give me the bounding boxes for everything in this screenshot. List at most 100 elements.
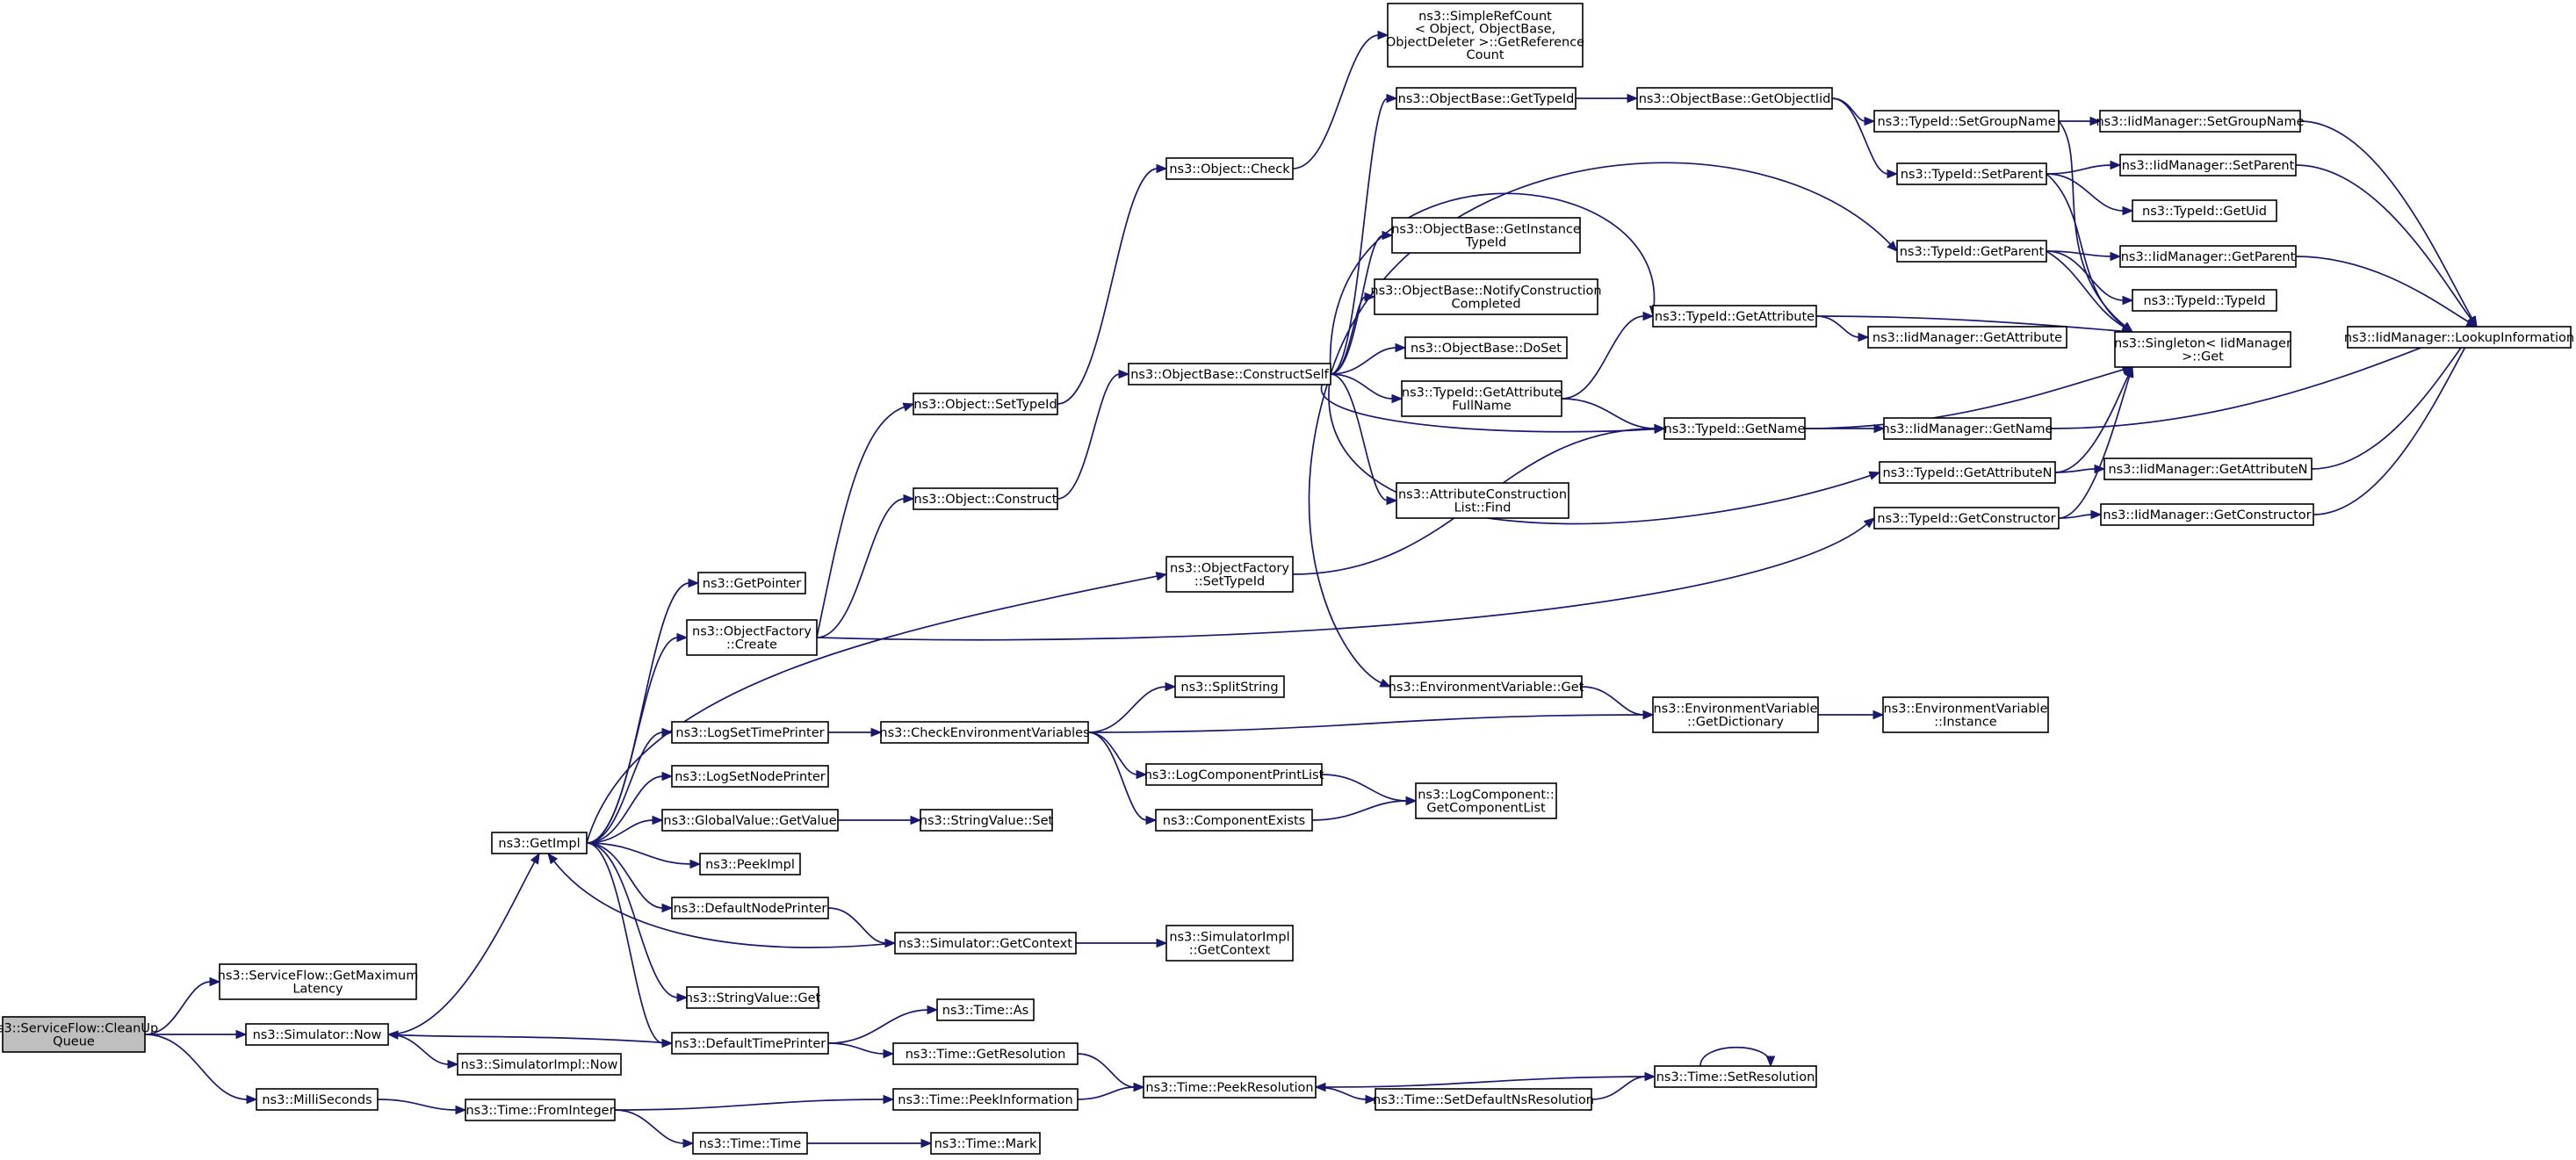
node-label: ns3::ObjectBase::ConstructSelf	[1130, 368, 1329, 382]
node-box	[457, 1053, 622, 1076]
edge-checkenv-to-splitstring	[1087, 681, 1177, 733]
node-label: ns3::TypeId::SetParent	[1901, 168, 2044, 182]
node-tidgetctor[interactable]: ns3::TypeId::GetConstructor	[1873, 507, 2060, 530]
node-box	[671, 1032, 829, 1055]
node-obnotify[interactable]: ns3::ObjectBase::NotifyConstructionCompl…	[1370, 278, 1602, 315]
edge-fromint-to-timepeekinfo	[614, 1094, 895, 1111]
node-simimplctx[interactable]: ns3::SimulatorImpl::GetContext	[1165, 925, 1294, 962]
node-fromint[interactable]: ns3::Time::FromInteger	[465, 1099, 616, 1121]
node-timepeekres[interactable]: ns3::Time::PeekResolution	[1143, 1076, 1317, 1099]
node-label: ns3::GetImpl	[498, 837, 580, 851]
node-label: ns3::ComponentExists	[1163, 814, 1306, 828]
node-iidgetctor[interactable]: ns3::IidManager::GetConstructor	[2100, 503, 2314, 526]
node-box	[1652, 305, 1817, 328]
edge-tidsetgroup-to-iidsetgroup	[2059, 116, 2102, 126]
edge-obgettypeid-to-obgetobjtid	[1576, 93, 1639, 104]
edge-tidsetparent-to-tidgetuid	[2046, 173, 2134, 216]
node-splitstring[interactable]: ns3::SplitString	[1174, 675, 1285, 698]
node-tidsetgroup[interactable]: ns3::TypeId::SetGroupName	[1873, 110, 2060, 133]
node-defnodeprinter[interactable]: ns3::DefaultNodePrinter	[671, 897, 829, 919]
node-getpointer[interactable]: ns3::GetPointer	[697, 572, 806, 594]
node-objcheck[interactable]: ns3::Object::Check	[1165, 157, 1294, 180]
node-label: ns3::Time::GetResolution	[906, 1048, 1066, 1062]
node-gvgetvalue[interactable]: ns3::GlobalValue::GetValue	[661, 809, 839, 832]
node-box	[1636, 87, 1833, 110]
node-tidgetattr[interactable]: ns3::TypeId::GetAttribute	[1652, 305, 1817, 328]
node-box	[2132, 289, 2277, 312]
node-obgetobjtid[interactable]: ns3::ObjectBase::GetObjectIid	[1636, 87, 1833, 110]
node-label: GetComponentList	[1426, 801, 1546, 815]
node-label: ns3::MilliSeconds	[262, 1093, 372, 1107]
node-timesetdefns[interactable]: ns3::Time::SetDefaultNsResolution	[1373, 1088, 1594, 1111]
node-objsettypeid[interactable]: ns3::Object::SetTypeId	[913, 393, 1058, 415]
node-box	[1387, 3, 1584, 68]
node-label: ns3::ObjectBase::GetInstance	[1391, 223, 1581, 237]
node-ofsettypeid[interactable]: ns3::ObjectFactory::SetTypeId	[1165, 556, 1294, 593]
node-logsetnode[interactable]: ns3::LogSetNodePrinter	[671, 765, 829, 788]
node-tidgetattrn[interactable]: ns3::TypeId::GetAttributeN	[1879, 461, 2056, 484]
node-singleton[interactable]: ns3::Singleton< IidManager >::Get	[2114, 331, 2291, 368]
node-iidgetattr[interactable]: ns3::IidManager::GetAttribute	[1867, 326, 2067, 349]
node-timeas[interactable]: ns3::Time::As	[936, 998, 1035, 1021]
edge-checkenv-to-envgetdict	[1087, 710, 1655, 733]
node-compexists[interactable]: ns3::ComponentExists	[1155, 809, 1313, 832]
node-envget[interactable]: ns3::EnvironmentVariable::Get	[1389, 675, 1584, 698]
node-simplerefcount[interactable]: ns3::SimpleRefCount< Object, ObjectBase,…	[1386, 3, 1584, 68]
node-timegetres[interactable]: ns3::Time::GetResolution	[892, 1042, 1079, 1065]
edge-timepeekinfo-to-timepeekres	[1077, 1082, 1145, 1100]
node-millisec[interactable]: ns3::MilliSeconds	[256, 1088, 379, 1111]
node-iidsetgroup[interactable]: ns3::IidManager::SetGroupName	[2096, 110, 2305, 133]
node-logsettime[interactable]: ns3::LogSetTimePrinter	[671, 721, 829, 744]
node-label: ns3::Time::As	[942, 1004, 1028, 1018]
node-iidgetattrn[interactable]: ns3::IidManager::GetAttributeN	[2103, 458, 2313, 480]
node-timesetres[interactable]: ns3::Time::SetResolution	[1654, 1065, 1817, 1088]
node-getimpl[interactable]: ns3::GetImpl	[491, 832, 588, 854]
node-simimplnow[interactable]: ns3::SimulatorImpl::Now	[457, 1053, 622, 1076]
node-tidgetparent[interactable]: ns3::TypeId::GetParent	[1896, 240, 2047, 263]
node-obcs[interactable]: ns3::ObjectBase::ConstructSelf	[1128, 363, 1331, 385]
node-lcgetlist[interactable]: ns3::LogComponent::GetComponentList	[1415, 782, 1557, 819]
node-iidgetparent[interactable]: ns3::IidManager::GetParent	[2119, 245, 2297, 268]
node-obdoset[interactable]: ns3::ObjectBase::DoSet	[1404, 336, 1568, 359]
node-iidgetname[interactable]: ns3::IidManager::GetName	[1882, 417, 2053, 440]
node-box	[1145, 763, 1323, 786]
node-obgettypeid[interactable]: ns3::ObjectBase::GetTypeId	[1396, 87, 1577, 110]
node-iidsetparent[interactable]: ns3::IidManager::SetParent	[2119, 154, 2297, 177]
node-svget[interactable]: ns3::StringValue::Get	[685, 986, 821, 1009]
node-envgetdict[interactable]: ns3::EnvironmentVariable::GetDictionary	[1652, 696, 1819, 733]
node-ofcreate[interactable]: ns3::ObjectFactory::Create	[686, 619, 818, 656]
node-label: ns3::EnvironmentVariable	[1653, 702, 1817, 717]
edge-simnow-to-simimplnow	[387, 1034, 459, 1070]
node-tidgetname[interactable]: ns3::TypeId::GetName	[1663, 417, 1806, 440]
node-timepeekinfo[interactable]: ns3::Time::PeekInformation	[892, 1088, 1079, 1111]
node-logcompprint[interactable]: ns3::LogComponentPrintList	[1144, 763, 1324, 786]
node-iidlookup[interactable]: ns3::IidManager::LookupInformation	[2344, 326, 2574, 349]
node-simgetctx[interactable]: ns3::Simulator::GetContext	[894, 932, 1077, 955]
node-checkenv[interactable]: ns3::CheckEnvironmentVariables	[879, 721, 1090, 744]
node-label: ns3::ObjectFactory	[1170, 562, 1289, 576]
node-tidgetuid[interactable]: ns3::TypeId::GetUid	[2132, 199, 2277, 222]
node-envinstance[interactable]: ns3::EnvironmentVariable::Instance	[1882, 696, 2049, 733]
edge-timetime-to-timemark	[806, 1138, 933, 1149]
node-label: ns3::IidManager::LookupInformation	[2344, 331, 2574, 345]
node-objconstruct[interactable]: ns3::Object::Construct	[913, 487, 1058, 510]
edge-logsettime-to-checkenv	[827, 727, 883, 738]
node-tidtypeid[interactable]: ns3::TypeId::TypeId	[2132, 289, 2277, 312]
node-peekimpl[interactable]: ns3::PeekImpl	[699, 853, 801, 875]
node-label: ns3::IidManager::GetConstructor	[2103, 508, 2311, 522]
edge-obcs-to-obgettypeid	[1330, 93, 1398, 375]
node-deftimeprinter[interactable]: ns3::DefaultTimePrinter	[671, 1032, 829, 1055]
node-timemark[interactable]: ns3::Time::Mark	[930, 1132, 1041, 1155]
edge-cleanup-to-simnow	[145, 1029, 248, 1040]
edge-envgetdict-to-envinstance	[1817, 710, 1885, 720]
node-tidsetparent[interactable]: ns3::TypeId::SetParent	[1896, 162, 2047, 185]
node-box	[1396, 87, 1577, 110]
node-timetime[interactable]: ns3::Time::Time	[692, 1132, 808, 1155]
node-simnow[interactable]: ns3::Simulator::Now	[245, 1023, 389, 1046]
node-svset[interactable]: ns3::StringValue::Set	[920, 809, 1054, 832]
